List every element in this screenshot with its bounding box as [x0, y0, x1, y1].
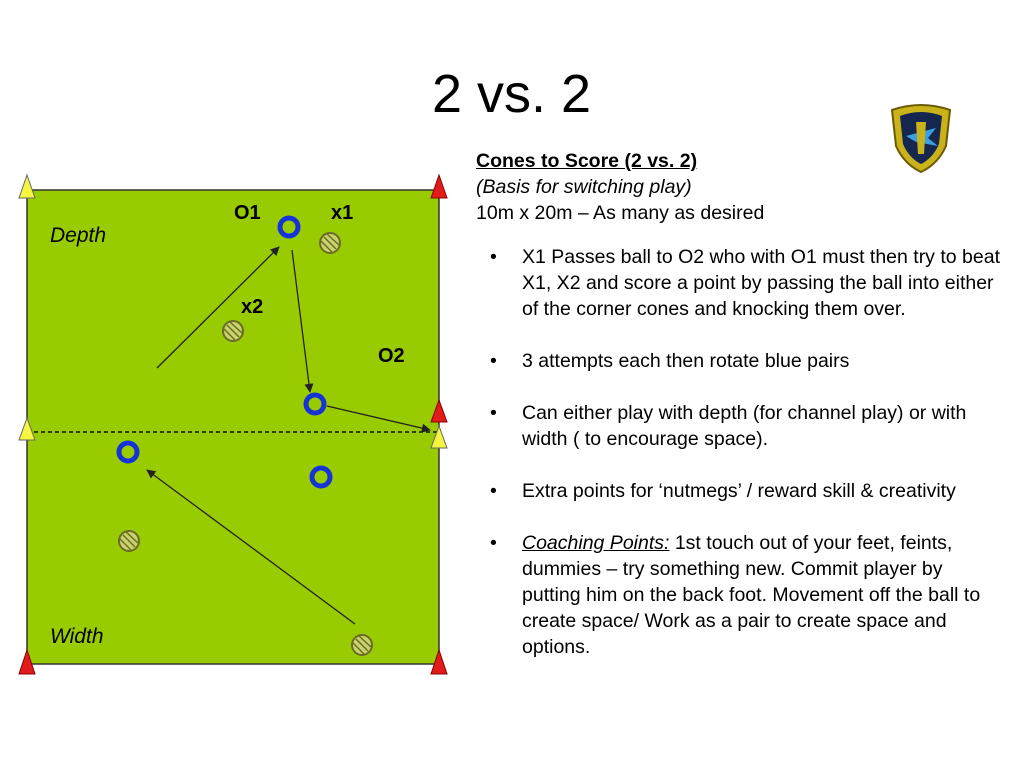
- player-o2-marker: [303, 392, 327, 416]
- depth-label: Depth: [50, 224, 106, 247]
- instructions-panel: Cones to Score (2 vs. 2) (Basis for swit…: [476, 148, 1006, 686]
- drill-dimensions: 10m x 20m – As many as desired: [476, 202, 765, 224]
- drill-heading: Cones to Score (2 vs. 2): [476, 150, 698, 172]
- instruction-item: X1 Passes ball to O2 who with O1 must th…: [476, 244, 1006, 322]
- training-pitch-diagram: Depth Width O1 x1 x2 O2: [18, 173, 448, 675]
- slide-title: 2 vs. 2: [431, 64, 592, 124]
- player-o1-marker: [277, 215, 301, 239]
- player-marker-blue: [309, 465, 333, 489]
- coaching-points-text: 1st touch out of your feet, feints, dumm…: [522, 532, 981, 658]
- club-crest-icon: [890, 104, 952, 174]
- x2-label: x2: [241, 296, 263, 318]
- coaching-points-item: Coaching Points: 1st touch out of your f…: [476, 530, 1006, 660]
- pass-arrow: [326, 405, 431, 433]
- corner-cone-yellow: [18, 173, 36, 199]
- defender-marker: [351, 634, 373, 656]
- coaching-points-label: Coaching Points:: [522, 532, 670, 554]
- defender-x1-marker: [319, 232, 341, 254]
- defender-x2-marker: [222, 320, 244, 342]
- corner-cone-red: [18, 648, 36, 675]
- drill-subheading: (Basis for switching play): [476, 176, 692, 198]
- corner-cone-yellow: [430, 424, 448, 449]
- corner-cone-yellow: [18, 416, 36, 441]
- corner-cone-red: [430, 173, 448, 199]
- pass-arrow: [146, 469, 356, 625]
- instruction-item: 3 attempts each then rotate blue pairs: [476, 348, 1006, 374]
- corner-cone-red: [430, 648, 448, 675]
- instruction-list: X1 Passes ball to O2 who with O1 must th…: [476, 244, 1006, 660]
- instruction-item: Extra points for ‘nutmegs’ / reward skil…: [476, 478, 1006, 504]
- corner-cone-red: [430, 398, 448, 423]
- o2-label: O2: [378, 345, 405, 367]
- player-marker-blue: [116, 440, 140, 464]
- pitch: [26, 189, 440, 665]
- instruction-item: Can either play with depth (for channel …: [476, 400, 1006, 452]
- pass-arrow: [156, 246, 280, 369]
- defender-marker: [118, 530, 140, 552]
- width-label: Width: [50, 625, 104, 648]
- o1-label: O1: [234, 202, 261, 224]
- x1-label: x1: [331, 202, 353, 224]
- run-arrow: [291, 249, 314, 393]
